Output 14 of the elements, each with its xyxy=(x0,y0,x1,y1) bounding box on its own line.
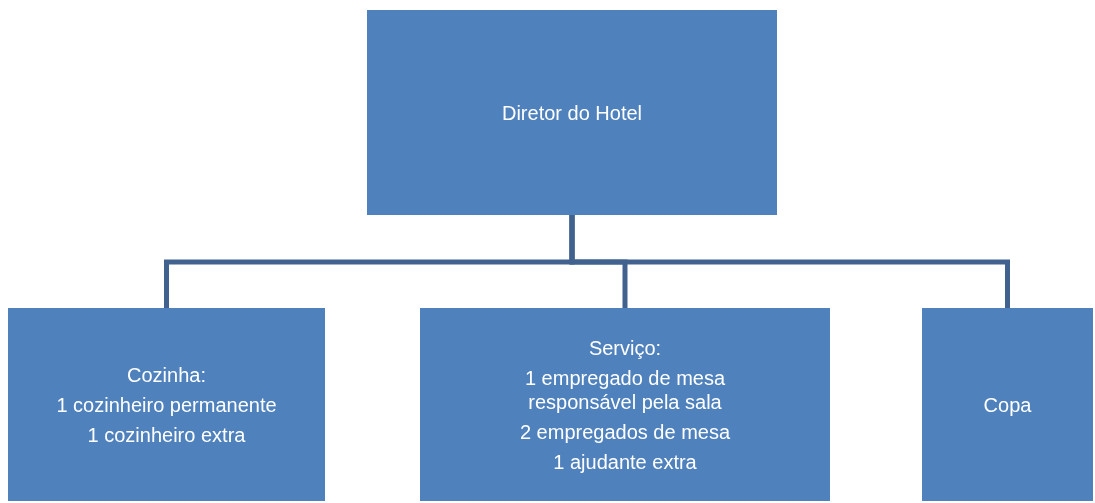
box-text: 1 ajudante extra xyxy=(553,449,697,474)
org-box xyxy=(922,308,1093,501)
box-text: Serviço: xyxy=(588,335,662,360)
box-text: 1 cozinheiro extra xyxy=(87,422,246,447)
box-text: Cozinha: xyxy=(127,362,206,387)
org-box xyxy=(8,308,325,501)
box-text: 1 empregado de mesa responsável pela sala xyxy=(523,365,727,414)
box-text: 2 empregados de mesa xyxy=(519,419,731,444)
box-text: Copa xyxy=(983,392,1032,417)
box-text: Diretor do Hotel xyxy=(501,100,643,125)
org-box xyxy=(367,10,777,215)
connector-line xyxy=(569,215,1010,308)
org-box xyxy=(420,308,830,501)
box-text: 1 cozinheiro permanente xyxy=(56,392,277,417)
